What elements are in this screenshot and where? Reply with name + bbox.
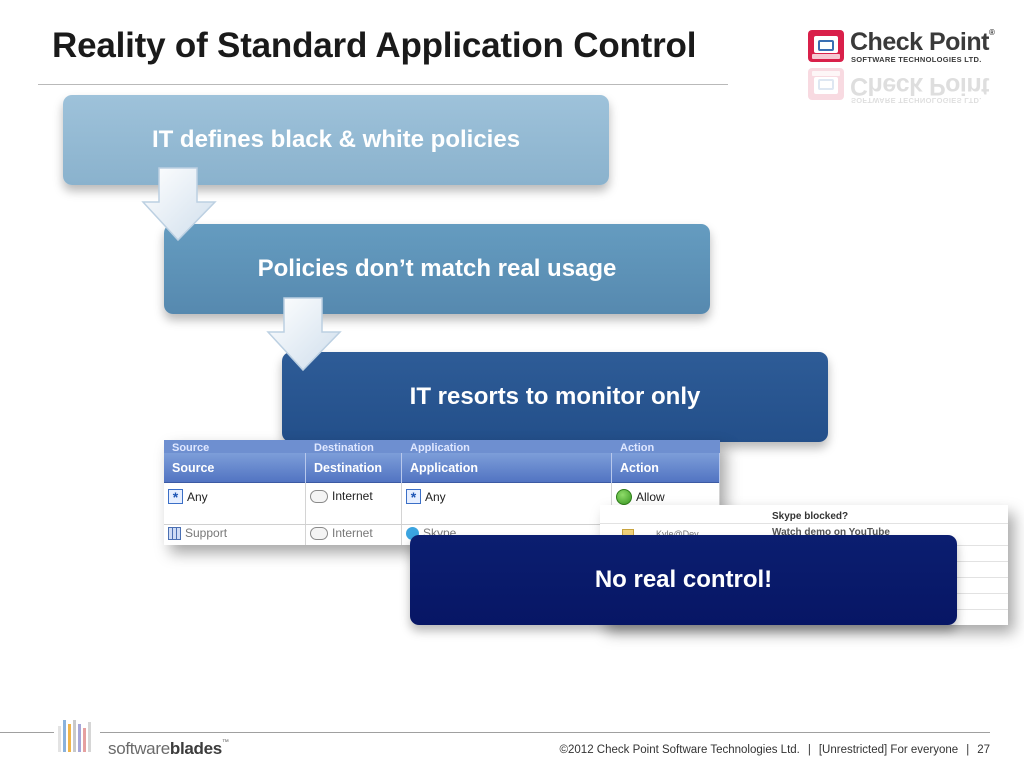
row2-destination: Internet (332, 526, 373, 540)
footer-separator: | (966, 744, 970, 756)
check-point-logo: Check Point® SOFTWARE TECHNOLOGIES LTD. … (808, 28, 1008, 108)
footer-text: ©2012 Check Point Software Technologies … (560, 744, 990, 756)
footer-copyright: ©2012 Check Point Software Technologies … (559, 744, 800, 756)
flow-step-1: IT defines black & white policies (63, 95, 609, 185)
down-arrow-icon (141, 167, 217, 242)
logo-reflection-tagline: SOFTWARE TECHNOLOGIES LTD. (851, 96, 982, 105)
policy-table-header: Source Destination Application Action (164, 453, 720, 483)
row2-source: Support (185, 526, 228, 540)
youtube-demo-link[interactable]: Watch demo on YouTube (772, 527, 890, 538)
flow-step-3-label: IT resorts to monitor only (409, 383, 701, 410)
flow-step-4: No real control! (410, 535, 957, 625)
any-star-icon: * (168, 489, 183, 505)
policy-table-ghost-header: Source Destination Application Action (164, 440, 720, 454)
page-number: 27 (977, 744, 990, 756)
logo-reflection: Check Point SOFTWARE TECHNOLOGIES LTD. (808, 66, 1008, 105)
row1-destination: Internet (332, 489, 373, 503)
footer-divider (0, 732, 54, 733)
brand-light: software (108, 739, 170, 758)
ghost-col-destination: Destination (314, 442, 374, 454)
group-icon (168, 526, 181, 540)
row1-source: Any (187, 489, 208, 504)
flow-step-1-label: IT defines black & white policies (151, 126, 521, 153)
title-divider (38, 84, 728, 85)
ghost-col-action: Action (620, 442, 655, 454)
skype-user: Kyle@Dev (656, 529, 699, 539)
skype-question: Skype blocked? (772, 511, 849, 522)
footer-classification: [Unrestricted] For everyone (818, 744, 959, 756)
internet-cloud-icon (310, 489, 328, 503)
footer-separator: | (807, 744, 811, 756)
slide-title: Reality of Standard Application Control (52, 26, 697, 65)
logo-name: Check Point (850, 28, 989, 56)
flow-step-3: IT resorts to monitor only (282, 352, 828, 442)
software-blades-logo: softwareblades™ (108, 739, 229, 759)
ghost-col-source: Source (172, 442, 210, 454)
brand-bold: blades (169, 739, 222, 758)
allow-icon (616, 489, 632, 505)
flow-step-4-label: No real control! (594, 566, 773, 593)
row1-application: Any (425, 489, 446, 504)
computer-icon (808, 30, 844, 62)
footer-divider (100, 732, 990, 733)
flow-step-2-label: Policies don’t match real usage (257, 255, 617, 282)
logo-tagline: SOFTWARE TECHNOLOGIES LTD. (851, 55, 982, 64)
flow-step-2: Policies don’t match real usage (164, 224, 710, 314)
row1-action: Allow (636, 490, 665, 504)
internet-cloud-icon (310, 526, 328, 540)
software-blades-icon (58, 720, 94, 756)
down-arrow-icon (266, 297, 342, 372)
logo-trademark: ® (988, 28, 995, 37)
ghost-col-application: Application (410, 442, 470, 454)
brand-trademark: ™ (221, 739, 229, 746)
col-destination: Destination (306, 453, 402, 483)
col-action: Action (612, 453, 720, 483)
any-star-icon: * (406, 489, 421, 505)
col-source: Source (164, 453, 306, 483)
col-application: Application (402, 453, 612, 483)
